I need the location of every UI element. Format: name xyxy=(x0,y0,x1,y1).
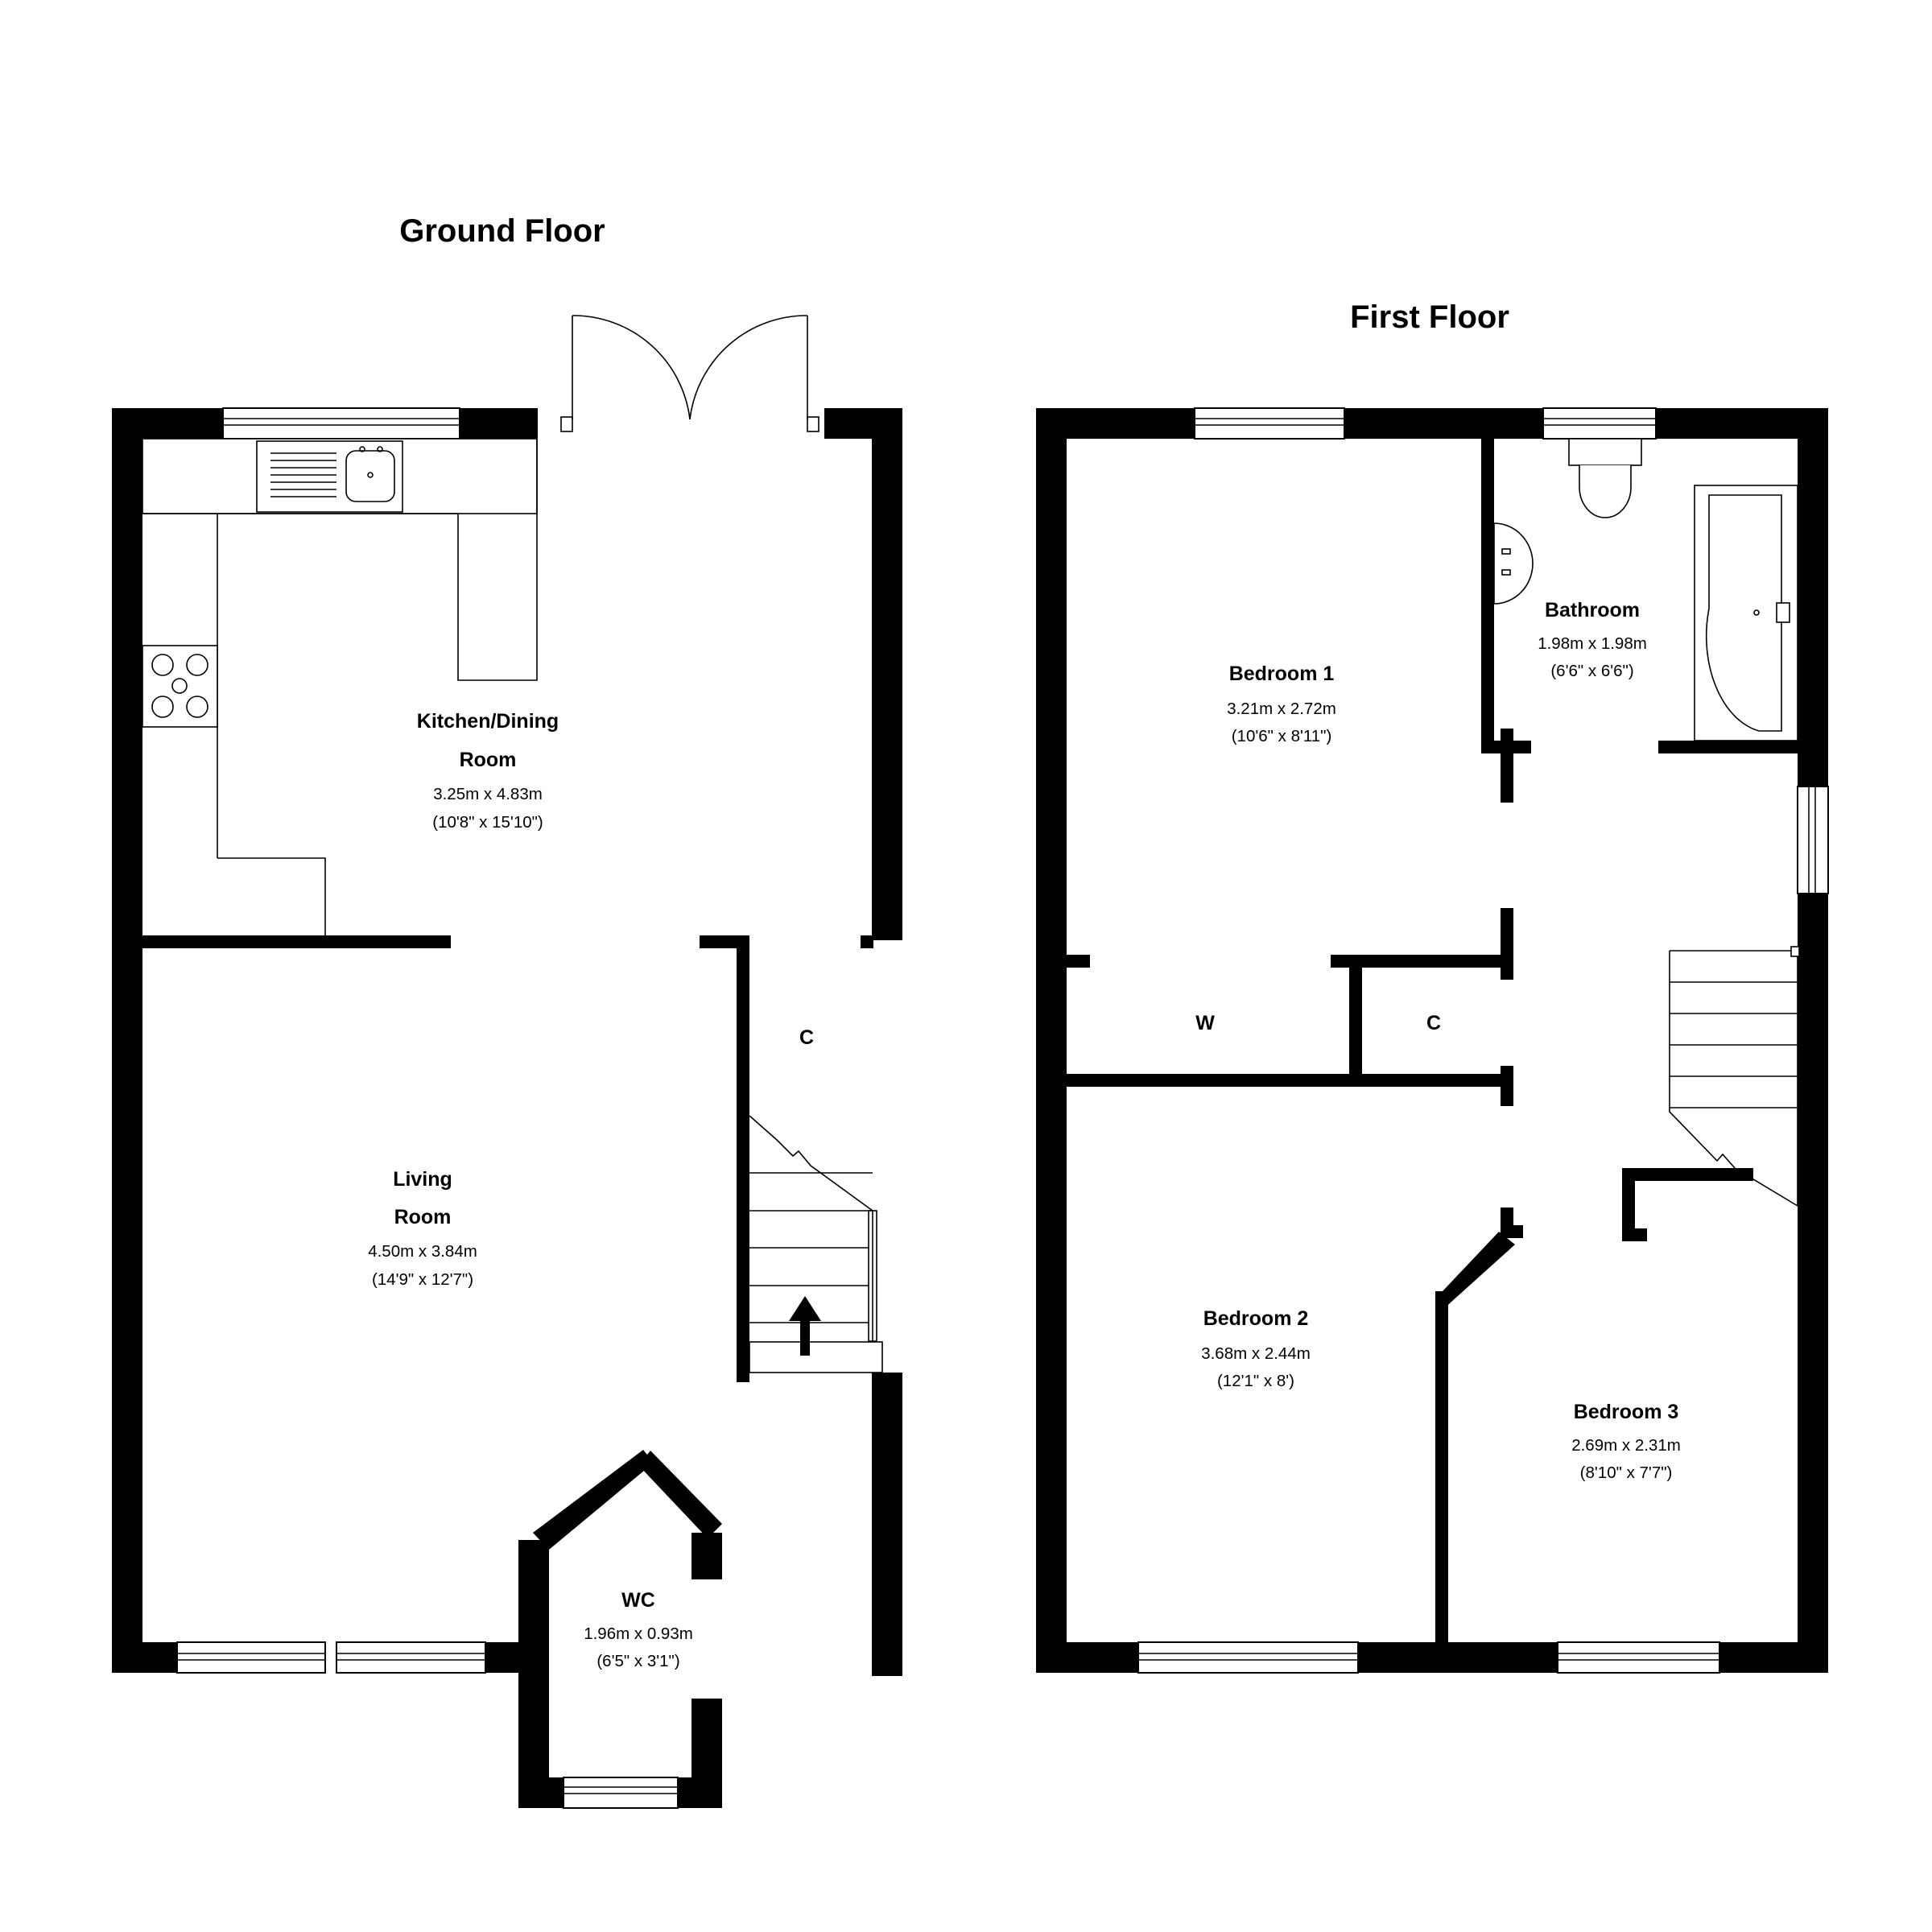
window-icon xyxy=(1137,1641,1359,1674)
wc-label: WC 1.96m x 0.93m (6'5" x 3'1") xyxy=(584,1589,693,1670)
first-floor-title: First Floor xyxy=(1350,299,1509,335)
room-dimensions-imperial: (6'5" x 3'1") xyxy=(597,1652,679,1670)
room-name: WC xyxy=(621,1589,655,1612)
bedroom-3-label: Bedroom 3 2.69m x 2.31m (8'10" x 7'7") xyxy=(1571,1401,1681,1482)
first-floor-walls xyxy=(1036,408,1828,1673)
room-dimensions-imperial: (6'6" x 6'6") xyxy=(1550,662,1633,680)
living-room-label: Living Room 4.50m x 3.84m (14'9" x 12'7"… xyxy=(368,1168,477,1289)
room-dimensions-metric: 3.21m x 2.72m xyxy=(1227,700,1336,718)
room-name: Room xyxy=(394,1206,452,1228)
room-dimensions-imperial: (12'1" x 8') xyxy=(1217,1372,1294,1390)
cupboard-label: C xyxy=(799,1026,814,1049)
kitchen-dining-room-label: Kitchen/Dining Room 3.25m x 4.83m (10'8"… xyxy=(417,710,559,832)
room-dimensions-imperial: (8'10" x 7'7") xyxy=(1580,1463,1673,1482)
cupboard-label: C xyxy=(1426,1012,1441,1034)
room-name: Bathroom xyxy=(1545,599,1640,621)
window-icon xyxy=(1557,1641,1720,1674)
window-icon xyxy=(1194,407,1345,440)
window-icon xyxy=(222,407,460,440)
room-dimensions-metric: 1.98m x 1.98m xyxy=(1538,634,1647,653)
window-icon xyxy=(176,1641,326,1674)
room-dimensions-imperial: (10'8" x 15'10") xyxy=(432,813,543,832)
room-dimensions-metric: 2.69m x 2.31m xyxy=(1571,1436,1681,1455)
hob-icon xyxy=(151,654,208,718)
ground-floor-plan: Ground Floor xyxy=(112,213,902,1809)
room-dimensions-imperial: (10'6" x 8'11") xyxy=(1232,727,1332,745)
bedroom-2-label: Bedroom 2 3.68m x 2.44m (12'1" x 8') xyxy=(1201,1307,1311,1390)
bath-icon xyxy=(1694,485,1798,741)
room-dimensions-metric: 3.25m x 4.83m xyxy=(433,785,543,803)
up-arrow-icon xyxy=(789,1296,821,1356)
room-name: Bedroom 1 xyxy=(1229,663,1335,685)
bathroom-label: Bathroom 1.98m x 1.98m (6'6" x 6'6") xyxy=(1538,599,1647,680)
wardrobe-label: W xyxy=(1195,1012,1215,1034)
ground-floor-walls xyxy=(112,408,902,1808)
staircase-icon xyxy=(1669,946,1800,1207)
first-floor-plan: First Floor xyxy=(1036,299,1829,1674)
basin-icon xyxy=(1493,522,1534,605)
window-icon xyxy=(336,1641,486,1674)
window-icon xyxy=(1797,786,1829,894)
room-name: Room xyxy=(460,749,517,771)
ground-floor-title: Ground Floor xyxy=(399,213,605,249)
double-door-icon xyxy=(560,315,819,432)
kitchen-units xyxy=(142,438,538,935)
bedroom-1-label: Bedroom 1 3.21m x 2.72m (10'6" x 8'11") xyxy=(1227,663,1336,745)
room-name: Kitchen/Dining xyxy=(417,710,559,733)
room-name: Bedroom 2 xyxy=(1203,1307,1309,1330)
window-icon xyxy=(563,1777,679,1809)
sink-icon xyxy=(256,440,403,513)
toilet-icon xyxy=(1568,438,1642,518)
room-dimensions-imperial: (14'9" x 12'7") xyxy=(372,1270,473,1289)
room-dimensions-metric: 1.96m x 0.93m xyxy=(584,1624,693,1643)
room-dimensions-metric: 3.68m x 2.44m xyxy=(1201,1344,1311,1363)
room-name: Bedroom 3 xyxy=(1574,1401,1679,1423)
window-icon xyxy=(1542,407,1657,440)
staircase-icon xyxy=(749,1115,883,1373)
room-name: Living xyxy=(393,1168,452,1191)
room-dimensions-metric: 4.50m x 3.84m xyxy=(368,1242,477,1261)
